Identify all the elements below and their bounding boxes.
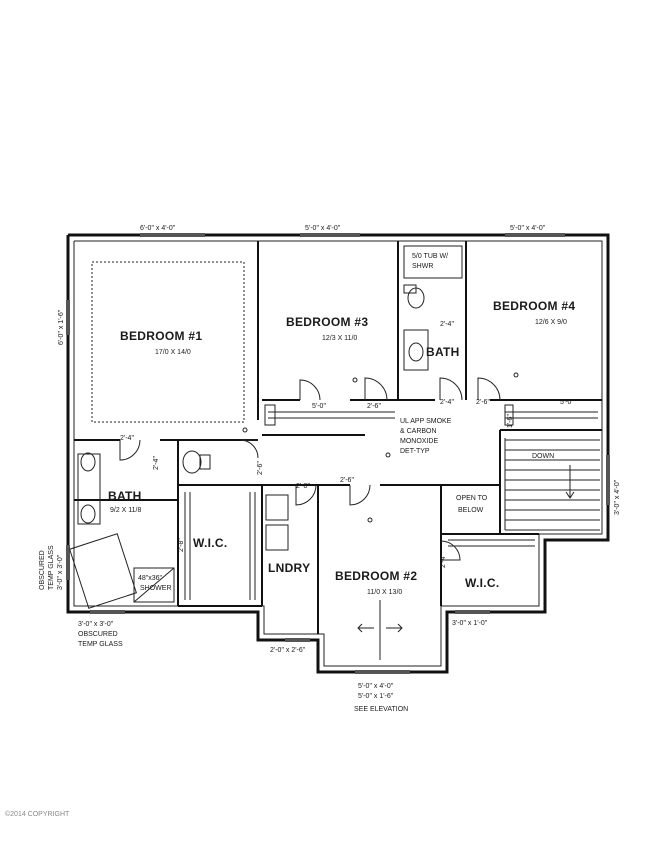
copyright: ©2014 COPYRIGHT [5, 811, 70, 818]
door-wic: 2'-8" [178, 538, 185, 552]
room-bedroom-2: BEDROOM #2 [335, 569, 417, 583]
window-bath-bottom-2: OBSCURED [78, 631, 118, 638]
room-bedroom-2-size: 11/0 X 13/0 [367, 589, 402, 596]
window-marks [66, 233, 610, 674]
room-bedroom-3: BEDROOM #3 [286, 315, 368, 329]
note-open-1: OPEN TO [456, 495, 488, 502]
room-bath-hall: BATH [426, 345, 460, 359]
note-smoke-1: UL APP SMOKE [400, 418, 452, 425]
note-smoke-2: & CARBON [400, 428, 437, 435]
room-bedroom-1: BEDROOM #1 [120, 329, 202, 343]
window-bed2-bottom-2: 5'-0" x 1'-6" [358, 693, 394, 700]
window-bed3-top: 5'-0" x 4'-0" [305, 225, 341, 232]
fixtures [69, 245, 514, 609]
door-bed3: 2'-6" [367, 403, 381, 410]
bedroom-2-arrows [357, 600, 403, 660]
fixture-shower-2: SHOWER [140, 585, 172, 592]
door-master-bath-2: 2'-4" [153, 456, 160, 470]
room-wic-master: W.I.C. [193, 536, 227, 550]
stairs [504, 438, 600, 531]
door-closet-small: 1'-6" [507, 414, 514, 428]
fixture-shower: 48"x36" [138, 575, 163, 582]
door-bed1: 2'-6" [257, 461, 264, 475]
window-bath-bottom-1: 3'-0" x 3'-0" [78, 621, 114, 628]
window-bed1-top: 6'-0" x 4'-0" [140, 225, 176, 232]
window-right-side: 3'-0" x 4'-0" [614, 479, 621, 515]
note-open-2: BELOW [458, 507, 484, 514]
door-master-bath: 2'-4" [120, 435, 134, 442]
window-left-3: 3'-0" x 3'-0" [57, 554, 64, 590]
door-bed4: 2'-6" [476, 399, 490, 406]
window-bed1-side: 6'-0" x 1'-6" [58, 309, 65, 345]
room-bedroom-3-size: 12/3 X 11/0 [322, 335, 357, 342]
note-stair: DOWN [532, 453, 554, 460]
door-closet3: 5'-0" [312, 403, 326, 410]
room-bedroom-4-size: 12/6 X 9/0 [535, 319, 567, 326]
door-laundry: 2'-8" [296, 483, 310, 490]
window-left-2: TEMP GLASS [48, 545, 55, 590]
window-bath-bottom-3: TEMP GLASS [78, 641, 123, 648]
door-bath-hall-2: 2'-4" [440, 399, 454, 406]
door-swings [119, 377, 501, 561]
room-bath-master-size: 9/2 X 11/8 [110, 507, 142, 514]
note-smoke-3: MONOXIDE [400, 438, 438, 445]
room-laundry: LNDRY [268, 561, 310, 575]
window-left-1: OBSCURED [39, 550, 46, 590]
room-wic-bed2: W.I.C. [465, 576, 499, 590]
door-wic2: 2'-4" [440, 554, 447, 568]
room-bedroom-1-size: 17/0 X 14/0 [155, 349, 191, 356]
tray-ceiling [91, 261, 245, 423]
door-bath-hall: 2'-4" [440, 321, 454, 328]
door-bed2: 2'-6" [340, 477, 354, 484]
room-bedroom-4: BEDROOM #4 [493, 299, 575, 313]
fixture-tub: 5/0 TUB W/ [412, 253, 448, 260]
room-bath-master: BATH [108, 489, 142, 503]
window-bed2-bottom-3: SEE ELEVATION [354, 706, 408, 713]
window-laundry-bottom: 2'-0" x 2'-6" [270, 647, 306, 654]
window-bed2-bottom-1: 5'-0" x 4'-0" [358, 683, 394, 690]
exterior-walls [66, 233, 610, 674]
smoke-detectors [242, 372, 519, 523]
closet-rods [184, 411, 598, 600]
note-smoke-4: DET-TYP [400, 448, 430, 455]
fixture-tub-2: SHWR [412, 263, 433, 270]
interior-walls [74, 241, 602, 634]
window-wic2-bottom: 3'-0" x 1'-0" [452, 620, 488, 627]
door-closet4: 5'-0" [560, 399, 574, 406]
window-bed4-top: 5'-0" x 4'-0" [510, 225, 546, 232]
